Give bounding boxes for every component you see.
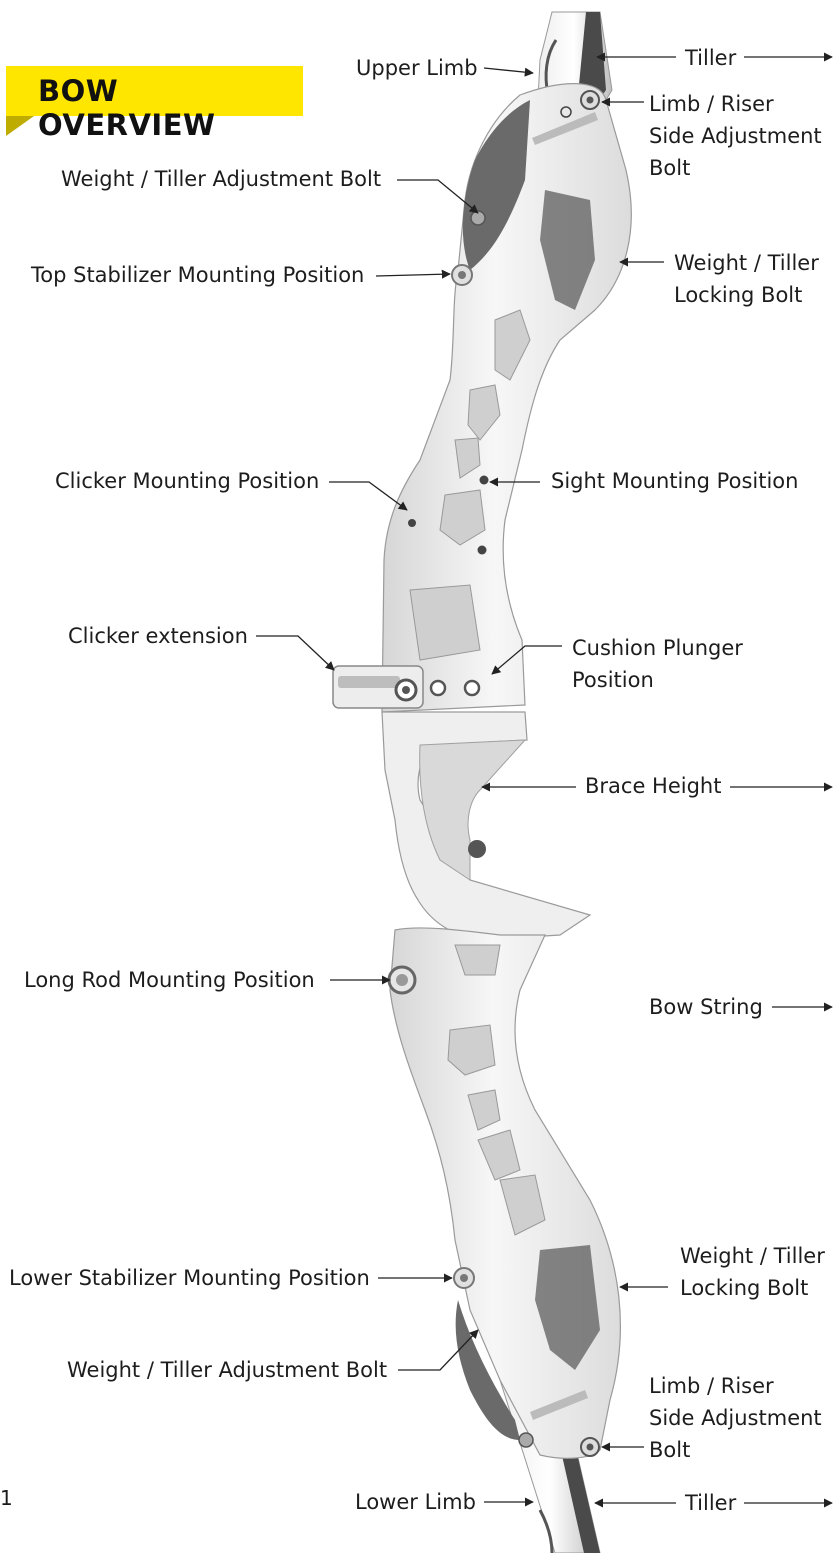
label-tiller-bottom: Tiller — [685, 1487, 736, 1519]
label-top-stabilizer: Top Stabilizer Mounting Position — [31, 259, 364, 291]
page-number: 1 — [0, 1486, 13, 1510]
label-limb-riser-top-2: Side Adjustment — [649, 120, 822, 152]
label-sight-mount: Sight Mounting Position — [551, 465, 798, 497]
label-tiller-top: Tiller — [685, 42, 736, 74]
label-weight-tiller-lock-bottom-2: Locking Bolt — [680, 1272, 808, 1304]
label-cushion-plunger-2: Position — [572, 664, 654, 696]
label-brace-height: Brace Height — [585, 770, 721, 802]
label-limb-riser-bottom-2: Side Adjustment — [649, 1402, 822, 1434]
label-long-rod: Long Rod Mounting Position — [24, 964, 315, 996]
label-limb-riser-bottom-3: Bolt — [649, 1434, 690, 1466]
label-clicker-mount: Clicker Mounting Position — [55, 465, 319, 497]
label-limb-riser-bottom-1: Limb / Riser — [649, 1370, 774, 1402]
label-weight-tiller-lock-top-1: Weight / Tiller — [674, 247, 819, 279]
label-cushion-plunger-1: Cushion Plunger — [572, 632, 743, 664]
label-weight-tiller-lock-bottom-1: Weight / Tiller — [680, 1240, 825, 1272]
label-weight-tiller-lock-top-2: Locking Bolt — [674, 279, 802, 311]
label-limb-riser-top-3: Bolt — [649, 152, 690, 184]
label-lower-stabilizer: Lower Stabilizer Mounting Position — [9, 1262, 370, 1294]
label-weight-tiller-adj-bottom: Weight / Tiller Adjustment Bolt — [67, 1354, 387, 1386]
label-lower-limb: Lower Limb — [355, 1486, 476, 1518]
label-bow-string: Bow String — [649, 991, 763, 1023]
clicker-extension-part — [333, 666, 423, 708]
label-limb-riser-top-1: Limb / Riser — [649, 88, 774, 120]
label-clicker-extension: Clicker extension — [68, 620, 248, 652]
label-upper-limb: Upper Limb — [356, 52, 478, 84]
label-weight-tiller-adj-top: Weight / Tiller Adjustment Bolt — [61, 163, 381, 195]
